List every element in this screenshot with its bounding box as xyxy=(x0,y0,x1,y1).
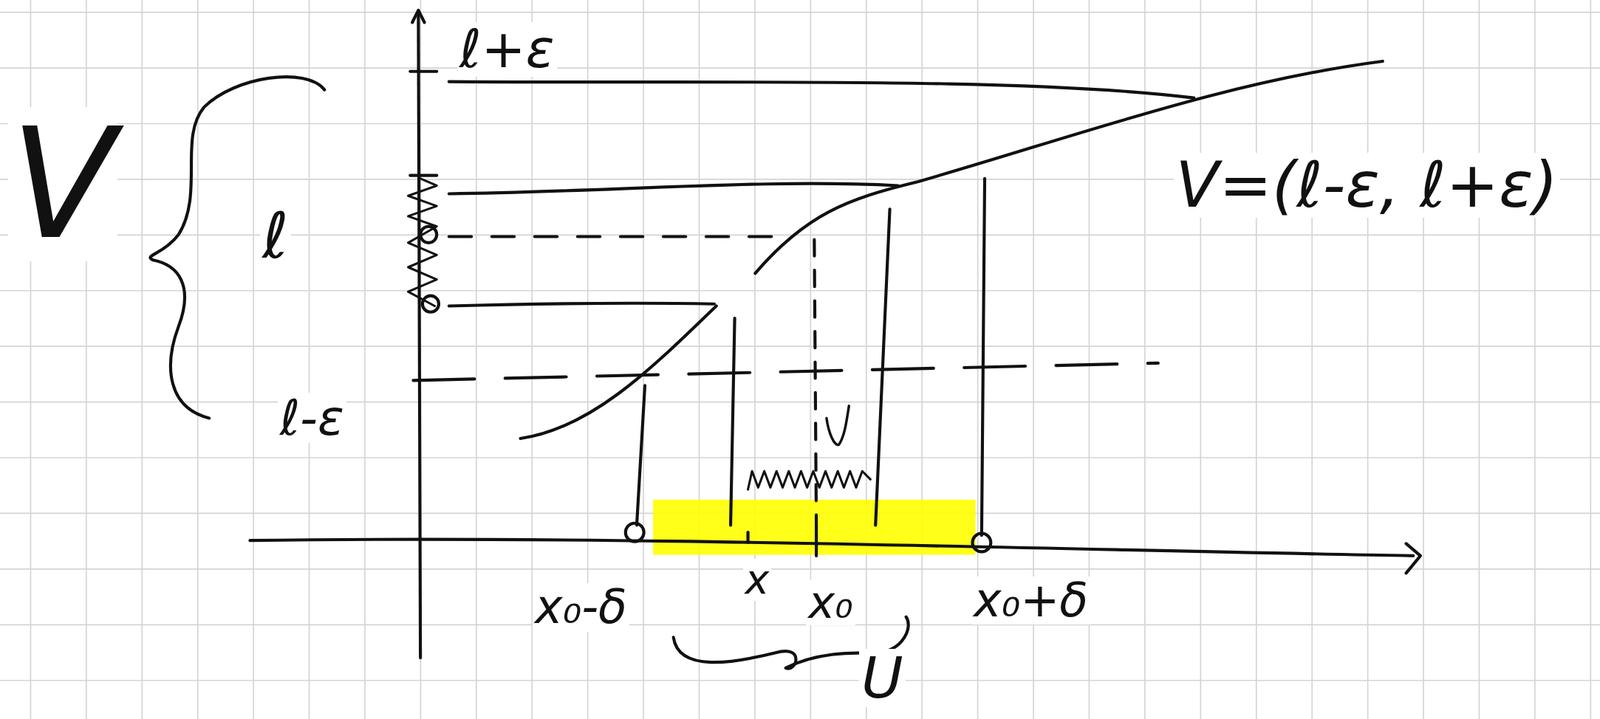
grid-line xyxy=(1255,0,1258,719)
grid-line xyxy=(865,0,868,719)
open-endpoint xyxy=(972,534,991,553)
point-label: x xyxy=(743,559,772,602)
grid-line xyxy=(642,0,645,719)
grid-line xyxy=(1534,0,1536,719)
tick xyxy=(409,70,437,74)
grid-line xyxy=(364,0,366,719)
vertical-dashed-line xyxy=(814,240,817,526)
x-axis-arrow xyxy=(1406,543,1421,574)
delta-right-label: x₀+δ xyxy=(971,576,1091,626)
vertical-line xyxy=(875,209,890,526)
grid-line xyxy=(0,11,1600,14)
level-line xyxy=(449,303,715,307)
image-endpoint xyxy=(422,296,439,313)
grid-line xyxy=(1422,0,1425,719)
grid-line xyxy=(475,0,478,719)
grid-line xyxy=(0,457,1600,459)
grid-line xyxy=(0,67,1600,69)
grid-line xyxy=(0,123,1600,125)
neighbourhood-name: U xyxy=(859,649,906,708)
tick xyxy=(814,525,818,556)
limit-label: ℓ xyxy=(260,203,291,269)
limit-point xyxy=(420,226,437,244)
grid-line xyxy=(1144,0,1146,719)
upper-bound-label: ℓ+ε xyxy=(457,22,557,77)
grid-line xyxy=(921,0,923,719)
grid-line xyxy=(1199,0,1202,719)
grid-line xyxy=(1311,0,1313,719)
upper-bound-line xyxy=(449,81,1194,99)
grid-line xyxy=(141,0,143,719)
grid-line xyxy=(0,345,1600,348)
delta-left-label: x₀-δ xyxy=(532,583,630,633)
level-line xyxy=(449,183,899,195)
interval-name: V xyxy=(8,107,118,262)
grid-line xyxy=(1367,0,1369,719)
grid-line xyxy=(1589,0,1592,719)
y-axis-arrow xyxy=(412,10,425,23)
grid-line xyxy=(698,0,701,719)
grid-line xyxy=(0,680,1600,682)
grid-line xyxy=(308,0,311,719)
lower-bound-label: ℓ-ε xyxy=(277,392,347,444)
vertical-line xyxy=(636,385,645,526)
y-axis xyxy=(418,15,421,659)
image-interval-mark xyxy=(408,178,438,307)
mark xyxy=(826,406,849,446)
center-label: x₀ xyxy=(805,579,855,627)
vertical-line xyxy=(981,178,985,536)
grid-line xyxy=(0,401,1600,404)
interval-brace xyxy=(149,76,325,419)
grid-line xyxy=(252,0,255,719)
grid-line xyxy=(0,624,1600,626)
vertical-line xyxy=(730,318,735,526)
grid-line xyxy=(0,234,1600,237)
tick xyxy=(409,174,437,178)
grid-line xyxy=(197,0,199,719)
interval-squiggle xyxy=(748,471,871,490)
open-endpoint xyxy=(625,523,645,543)
grid-line xyxy=(0,290,1600,292)
tick xyxy=(746,532,750,543)
interval-definition: V=(ℓ-ε, ℓ+ε) xyxy=(1173,152,1561,218)
lower-bound-line xyxy=(412,363,1158,381)
limit-dashed-line xyxy=(449,234,786,238)
grid-line xyxy=(1478,0,1481,719)
function-curve xyxy=(520,305,717,439)
grid-line xyxy=(754,0,756,719)
x-axis xyxy=(249,539,1414,557)
grid-line xyxy=(0,568,1600,571)
